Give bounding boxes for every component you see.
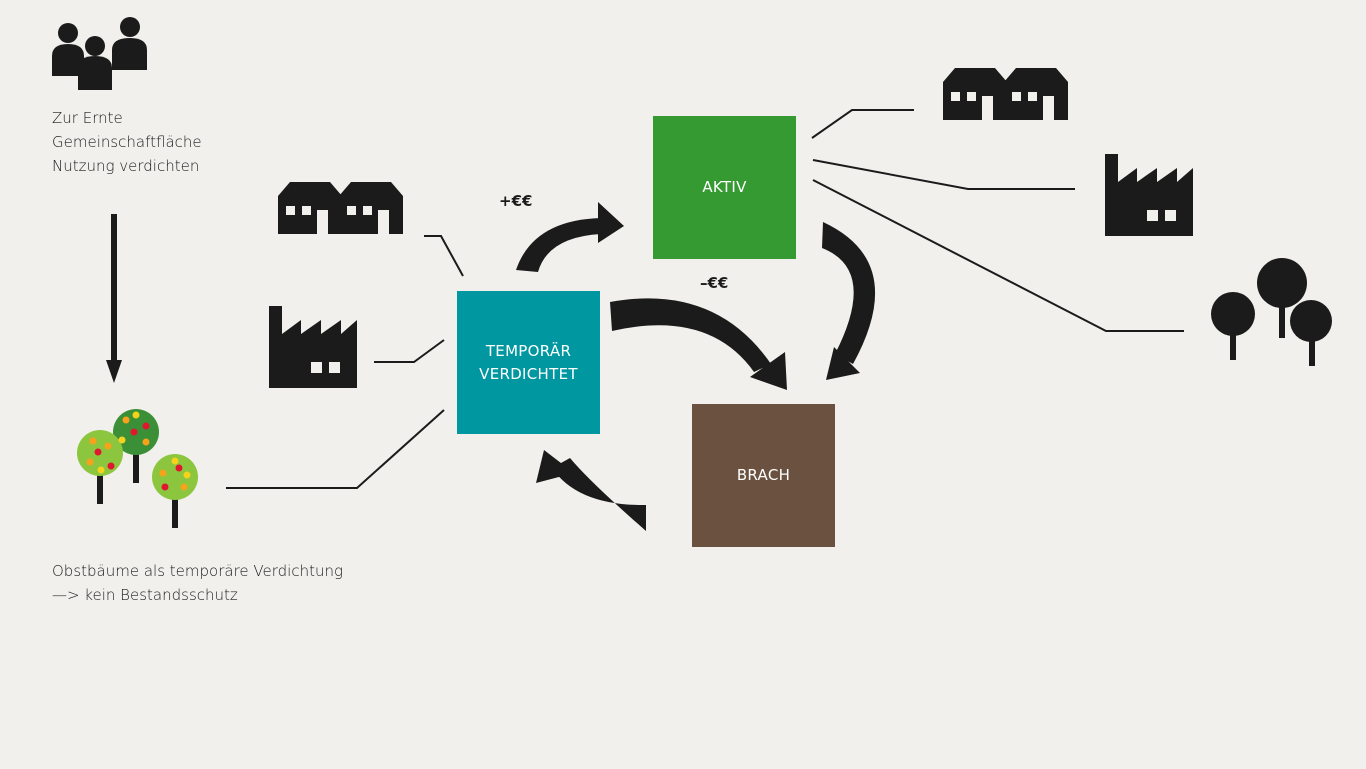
caption-bottom-line1: Obstbäume als temporäre Verdichtung xyxy=(52,562,343,580)
houses-icon-right xyxy=(943,68,1068,120)
caption-top-line3: Nutzung verdichten xyxy=(52,157,200,175)
houses-icon-left xyxy=(278,182,403,234)
box-temporaer-line1: TEMPORÄR xyxy=(485,341,572,360)
box-temporaer-line2: VERDICHTET xyxy=(479,364,578,383)
caption-bottom-line2: —> kein Bestandsschutz xyxy=(52,586,238,604)
caption-top-line2: Gemeinschaftfläche xyxy=(52,133,202,151)
connector-lines xyxy=(226,109,1184,489)
caption-bottom: Obstbäume als temporäre Verdichtung —> k… xyxy=(52,559,343,607)
fruit-trees-icon xyxy=(77,409,198,528)
people-icon xyxy=(52,17,147,90)
caption-top-line1: Zur Ernte xyxy=(52,109,123,127)
factory-icon-right xyxy=(1105,154,1193,236)
trees-icon xyxy=(1211,258,1332,366)
box-aktiv: AKTIV xyxy=(653,116,796,259)
factory-icon-left xyxy=(269,306,357,388)
money-minus-label: –€€ xyxy=(700,274,729,292)
box-aktiv-label: AKTIV xyxy=(702,178,747,196)
down-arrow xyxy=(106,214,122,383)
caption-top: Zur Ernte Gemeinschaftfläche Nutzung ver… xyxy=(52,106,202,178)
box-brach-label: BRACH xyxy=(736,466,791,484)
box-temporaer-verdichtet: TEMPORÄR VERDICHTET xyxy=(457,291,600,434)
box-brach: BRACH xyxy=(692,404,835,547)
money-plus-label: +€€ xyxy=(499,192,533,210)
cycle-arrows xyxy=(516,202,876,531)
